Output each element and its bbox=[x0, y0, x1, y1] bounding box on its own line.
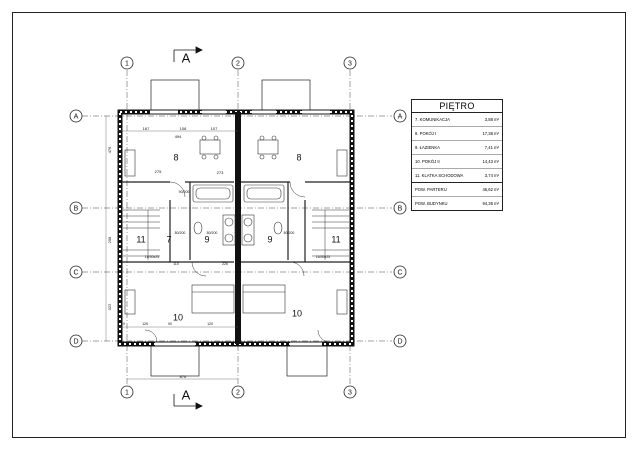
legend-total-row: POW. PARTERU 46,62 m² bbox=[412, 183, 502, 197]
axis-row-left-A-bubble bbox=[69, 109, 83, 123]
axis-row-left-C-bubble bbox=[69, 265, 83, 279]
axis-row-left-C: C bbox=[73, 269, 78, 276]
axis-col-top-1-bubble bbox=[120, 56, 134, 70]
axis-row-left-D-bubble bbox=[69, 334, 83, 348]
room-label-r8l: 8 bbox=[173, 152, 178, 162]
section-mark-bottom: A bbox=[182, 387, 191, 402]
dimension-d9: 322 bbox=[107, 303, 112, 310]
axis-col-bottom-1: 1 bbox=[125, 389, 129, 396]
legend-room-value: 17,38 m² bbox=[482, 131, 499, 136]
axis-row-right-B-bubble bbox=[393, 201, 407, 215]
walls bbox=[117, 109, 355, 347]
dimension-d4: 494 bbox=[175, 134, 182, 139]
dimension-d5: 273 bbox=[217, 170, 224, 175]
axis-row-right-D: D bbox=[397, 338, 402, 345]
section-arrows bbox=[173, 46, 203, 410]
dimension-d14: 110 bbox=[173, 262, 179, 266]
axis-row-right-C: C bbox=[397, 269, 402, 276]
dimension-d22: 16/30x25 bbox=[316, 255, 330, 259]
axis-row-left-D: D bbox=[73, 338, 78, 345]
area-legend: PIĘTRO 7. KOMUNIKACJA 3,88 m² 8. POKÓJ I 17… bbox=[411, 99, 503, 211]
dimension-d21: 16/30x25 bbox=[145, 255, 159, 259]
dimension-d6: 275 bbox=[155, 169, 162, 174]
section-mark-top: A bbox=[182, 50, 191, 65]
legend-room-value: 3,74 m² bbox=[484, 173, 499, 178]
legend-room-label: 7. KOMUNIKACJA bbox=[415, 117, 450, 122]
room-label-r8r: 8 bbox=[296, 152, 301, 162]
dimension-lines bbox=[105, 116, 238, 380]
dimension-d11: 80/200 bbox=[284, 231, 295, 235]
dimension-d1: 167 bbox=[143, 126, 150, 131]
dimension-d7: 476 bbox=[107, 146, 112, 153]
legend-room-row: 10. POKÓJ II 14,43 m² bbox=[412, 155, 502, 169]
dimension-d2: 108 bbox=[180, 126, 187, 131]
dimension-d13: 90/200 bbox=[179, 190, 190, 194]
legend-total-value: 94,36 m² bbox=[482, 201, 499, 206]
axis-row-left-B-bubble bbox=[69, 201, 83, 215]
legend-total-label: POW. BUDYNKU bbox=[415, 201, 448, 206]
axis-col-top-2: 2 bbox=[236, 60, 240, 67]
legend-total-label: POW. PARTERU bbox=[415, 187, 447, 192]
dimension-d18: 90 bbox=[168, 322, 172, 326]
drawing-frame bbox=[12, 12, 626, 438]
axis-row-right-A-bubble bbox=[393, 109, 407, 123]
doors bbox=[144, 181, 331, 343]
axis-col-bottom-1-bubble bbox=[120, 385, 134, 399]
dimension-d15: 226 bbox=[222, 262, 228, 266]
legend-room-row: 9. ŁAZIENKA 7,41 m² bbox=[412, 141, 502, 155]
room-label-r10r: 10 bbox=[292, 308, 302, 318]
legend-room-value: 7,41 m² bbox=[484, 145, 499, 150]
room-label-r11r: 11 bbox=[331, 234, 340, 244]
axis-col-bottom-2: 2 bbox=[236, 389, 240, 396]
dimension-d8: 208 bbox=[107, 236, 112, 243]
legend-room-label: 8. POKÓJ I bbox=[415, 131, 437, 136]
legend-room-label: 11. KLATKA SCHODOWA bbox=[415, 173, 464, 178]
legend-room-value: 3,88 m² bbox=[484, 117, 499, 122]
legend-total-row: POW. BUDYNKU 94,36 m² bbox=[412, 197, 502, 210]
legend-total-value: 46,62 m² bbox=[482, 187, 499, 192]
legend-room-label: 9. ŁAZIENKA bbox=[415, 145, 440, 150]
legend-room-label: 10. POKÓJ II bbox=[415, 159, 440, 164]
room-label-r10l: 10 bbox=[173, 312, 183, 322]
axis-row-left-B: B bbox=[74, 205, 79, 212]
legend-room-row: 7. KOMUNIKACJA 3,88 m² bbox=[412, 113, 502, 127]
dimension-d16: 876 bbox=[180, 374, 187, 379]
dimension-d19: 120 bbox=[207, 322, 213, 326]
room-label-r11l: 11 bbox=[136, 234, 145, 244]
dimension-d20: 19 bbox=[121, 322, 125, 326]
axis-col-top-1: 1 bbox=[125, 60, 129, 67]
dimension-d3: 107 bbox=[211, 126, 218, 131]
axis-col-top-3: 3 bbox=[348, 60, 352, 67]
room-label-r9r: 9 bbox=[267, 234, 272, 244]
axis-row-right-D-bubble bbox=[393, 334, 407, 348]
axis-col-top-2-bubble bbox=[231, 56, 245, 70]
dimension-d17: 126 bbox=[142, 322, 148, 326]
staircases bbox=[123, 209, 349, 260]
legend-room-row: 8. POKÓJ I 17,38 m² bbox=[412, 127, 502, 141]
axis-col-bottom-3: 3 bbox=[348, 389, 352, 396]
axis-row-right-B: B bbox=[398, 205, 403, 212]
axis-col-top-3-bubble bbox=[343, 56, 357, 70]
dimension-d12: 80/200 bbox=[207, 231, 218, 235]
legend-room-value: 14,43 m² bbox=[482, 159, 499, 164]
dimension-d10: 80/200 bbox=[175, 231, 186, 235]
fixtures bbox=[124, 135, 348, 315]
legend-title: PIĘTRO bbox=[412, 100, 502, 113]
axis-row-right-C-bubble bbox=[393, 265, 407, 279]
legend-room-row: 11. KLATKA SCHODOWA 3,74 m² bbox=[412, 169, 502, 182]
axis-row-right-A: A bbox=[398, 113, 403, 120]
room-label-r9l: 9 bbox=[204, 234, 209, 244]
axis-col-bottom-2-bubble bbox=[231, 385, 245, 399]
room-label-r7: 7 bbox=[166, 234, 171, 244]
axis-row-left-A: A bbox=[74, 113, 79, 120]
axis-col-bottom-3-bubble bbox=[343, 385, 357, 399]
